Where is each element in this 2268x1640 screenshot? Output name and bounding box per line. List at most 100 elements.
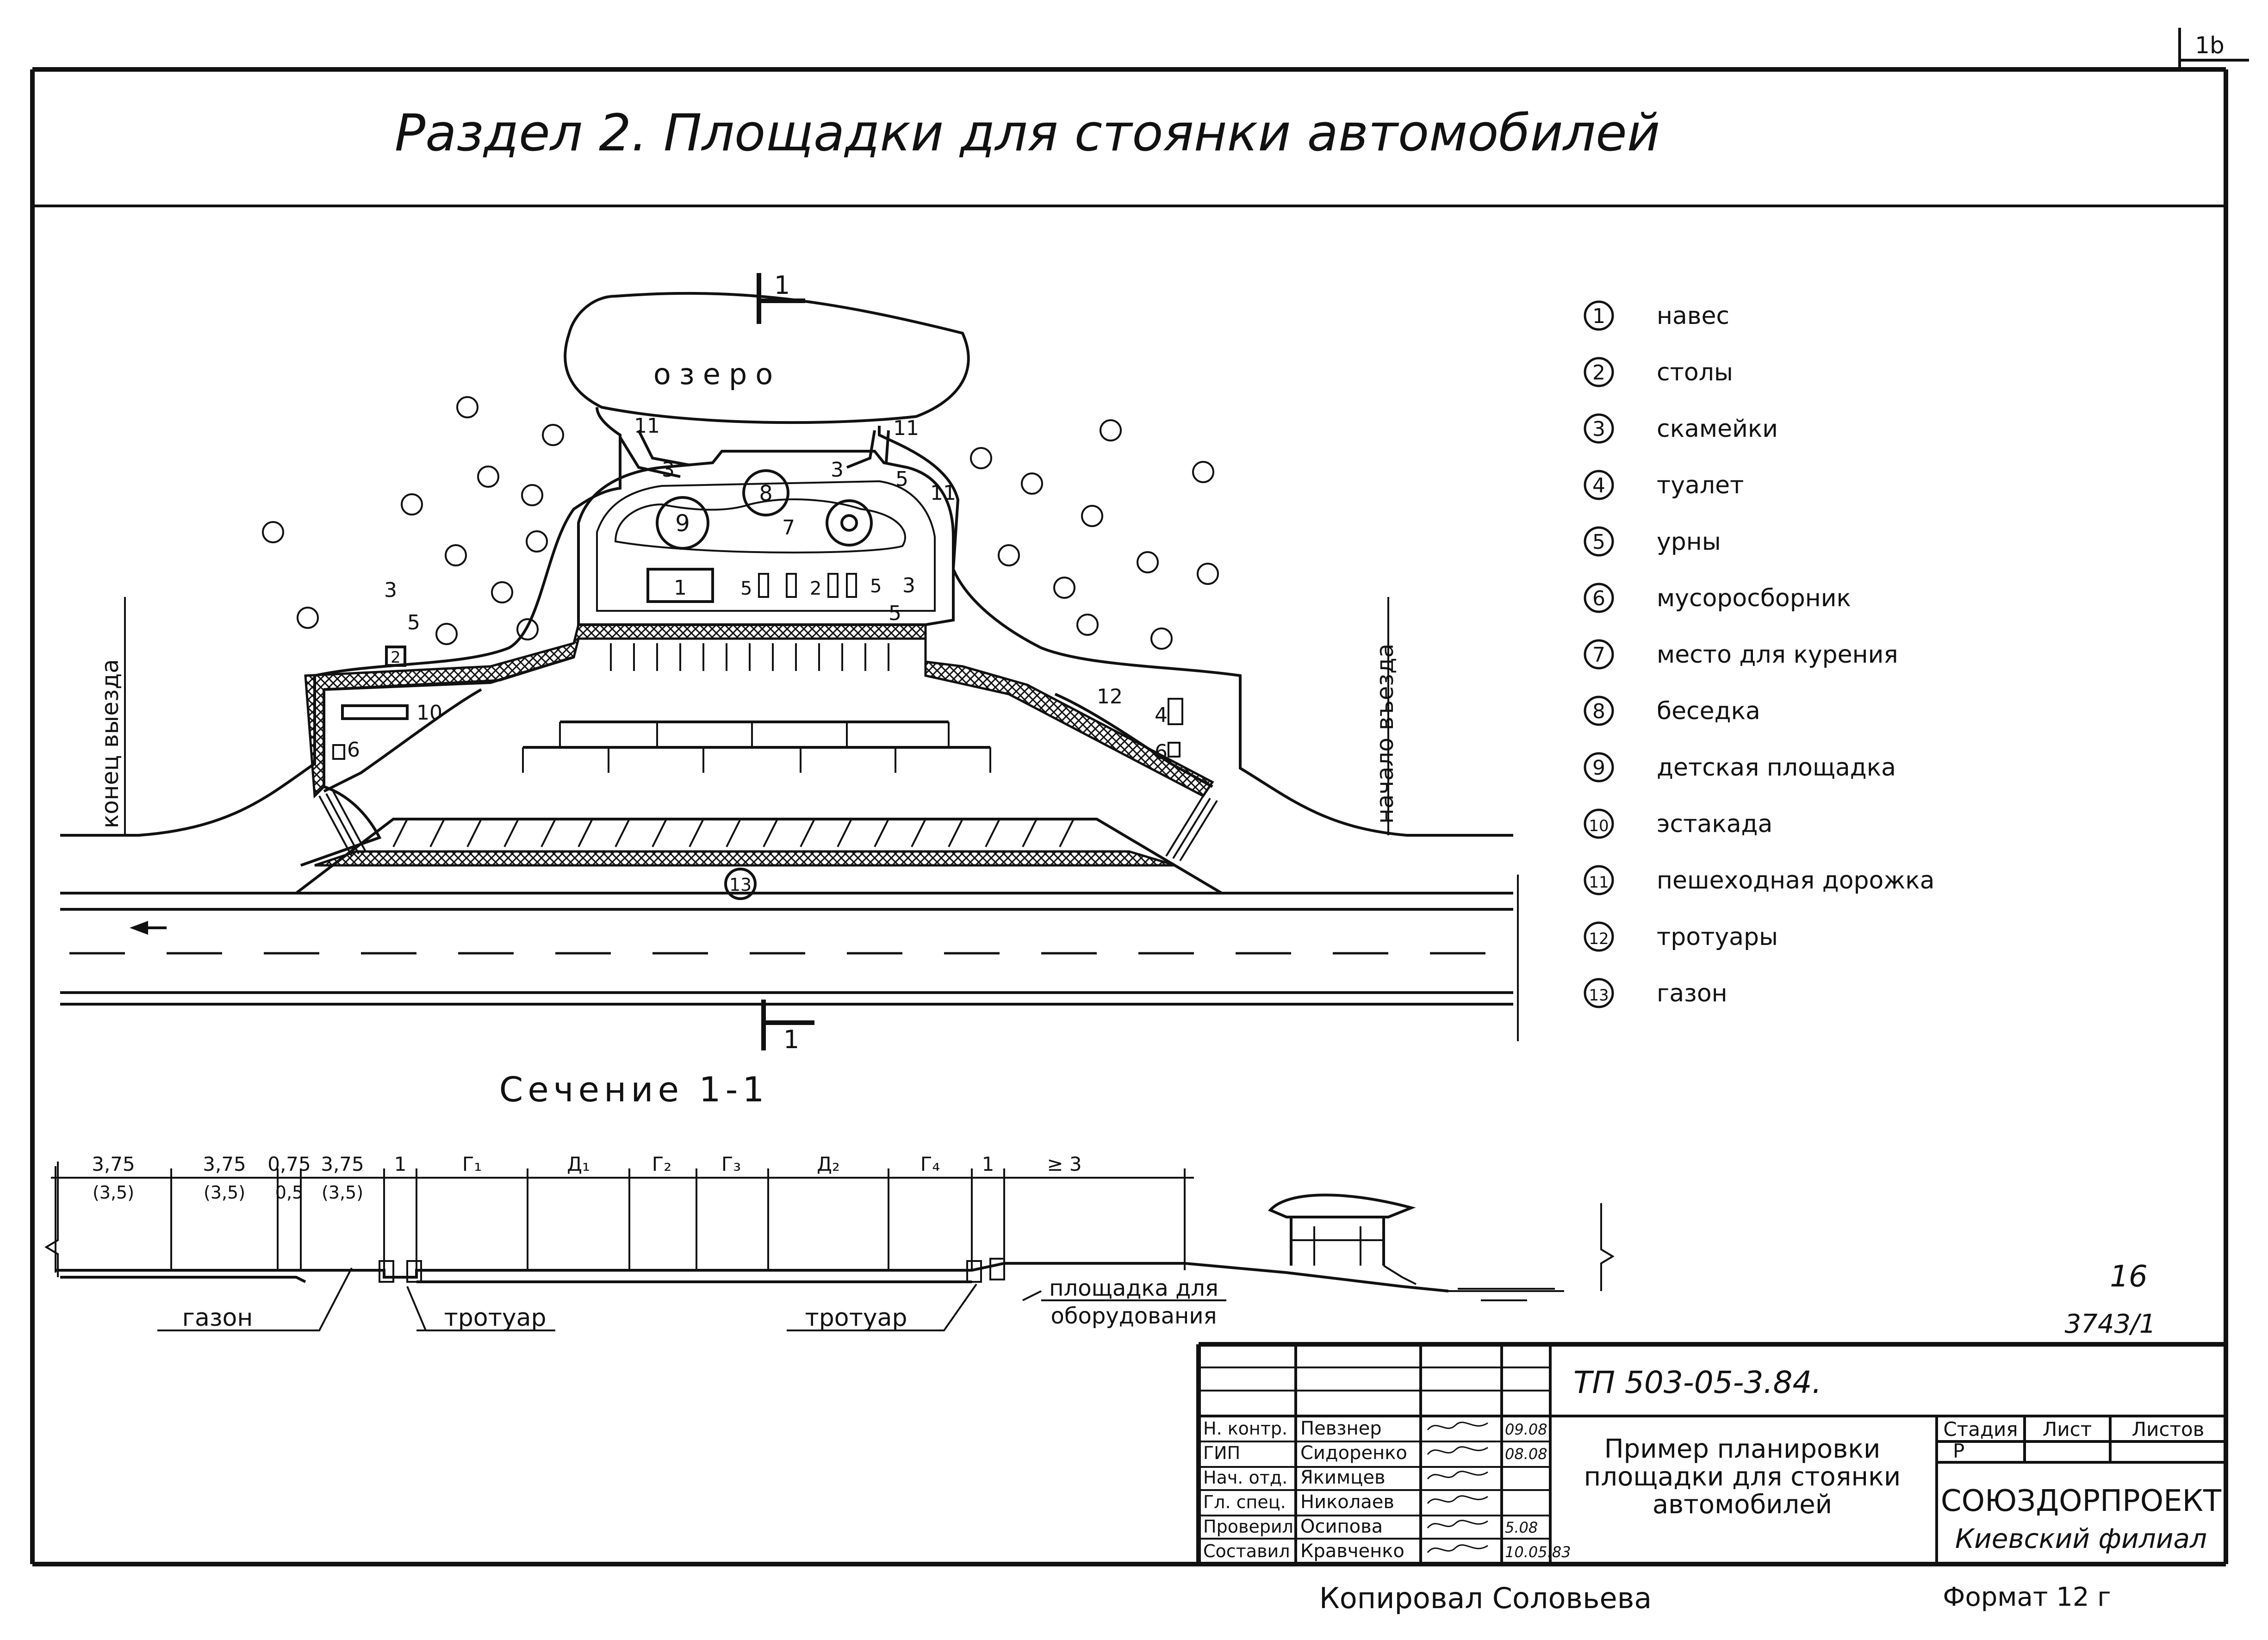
signature-name: Сидоренко: [1300, 1442, 1407, 1464]
legend-number: 8: [1592, 700, 1605, 723]
svg-text:5: 5: [740, 578, 752, 599]
signature-date: 10.05.83: [1505, 1543, 1571, 1561]
section-title: Сечение 1-1: [499, 1070, 769, 1110]
legend-text: эстакада: [1657, 810, 1772, 838]
stage-header: Стадия: [1943, 1418, 2018, 1441]
signature-name: Певзнер: [1300, 1418, 1382, 1439]
exit-end-label: конец выезда: [97, 659, 124, 828]
handwritten-signature: [1427, 1495, 1488, 1504]
legend-number-circle: [1584, 413, 1614, 444]
legend-number: 1: [1592, 304, 1605, 328]
legend-number-circle: [1584, 300, 1614, 331]
legend-number-circle: [1584, 357, 1614, 387]
page-title: Раздел 2. Площадки для стоянки автомобил…: [395, 103, 1660, 162]
dimension-label: Г₄: [920, 1153, 940, 1175]
callout-circles: 9 8 13: [656, 469, 873, 900]
section-cut-bottom: 1: [761, 1000, 814, 1054]
archive-num-mark: 3743/1: [2064, 1309, 2156, 1339]
signature-role: Н. контр.: [1203, 1418, 1287, 1439]
page-num-mark: 16: [2110, 1260, 2147, 1294]
format-label: Формат 12 г: [1943, 1582, 2111, 1612]
handwritten-signature: [1427, 1422, 1488, 1430]
signature-role: Составил: [1203, 1541, 1290, 1561]
svg-text:3: 3: [662, 458, 675, 482]
signature-name: Николаев: [1300, 1491, 1394, 1513]
dimension-label: Д₁: [567, 1153, 590, 1175]
access-road-edge: [60, 407, 621, 837]
copied-by: Копировал Соловьева: [1319, 1581, 1652, 1615]
legend-item: 11 пешеходная дорожка: [1584, 865, 1935, 895]
legend-number-circle: [1584, 752, 1614, 783]
parking-stalls-top: [610, 643, 889, 671]
section-cut-top: 1: [757, 271, 805, 324]
sheet-frame: [30, 28, 2249, 1566]
gazebo-section: [1268, 1193, 1417, 1285]
dimension-label: 3,75: [321, 1153, 364, 1175]
lake-outline: [564, 292, 970, 424]
sheet-header: Лист: [2043, 1418, 2092, 1441]
dimension-label: 3,75: [92, 1153, 135, 1175]
svg-text:13: 13: [729, 875, 752, 895]
svg-text:1: 1: [783, 1025, 799, 1054]
lake-label: озеро: [653, 357, 781, 391]
svg-text:2: 2: [391, 648, 401, 667]
rest-area: [577, 450, 955, 626]
legend-text: туалет: [1657, 472, 1744, 499]
dimension-label: 0,75: [267, 1153, 311, 1175]
dimension-label: Д₂: [817, 1153, 840, 1175]
svg-text:4: 4: [1155, 703, 1168, 727]
handwritten-signature: [1427, 1471, 1488, 1479]
equipment-area-label-2: оборудования: [1051, 1303, 1217, 1329]
signature-name: Якимцев: [1300, 1467, 1386, 1488]
signature-date: 5.08: [1505, 1519, 1538, 1536]
org-branch: Киевский филиал: [1955, 1523, 2207, 1554]
legend-number: 10: [1589, 817, 1609, 835]
svg-text:3: 3: [831, 458, 844, 482]
svg-text:9: 9: [675, 510, 690, 537]
legend-text: пешеходная дорожка: [1657, 867, 1935, 895]
lawn-label: газон: [182, 1304, 253, 1332]
legend-text: навес: [1657, 302, 1729, 330]
signature-role: Гл. спец.: [1203, 1492, 1286, 1512]
legend-number-circle: [1584, 808, 1614, 839]
overpass-symbol: [341, 704, 409, 720]
legend-item: 10 эстакада: [1584, 808, 1772, 839]
legend-number-circle: [1584, 526, 1614, 557]
sidewalk-left-label: тротуар: [444, 1304, 546, 1332]
dimension-sub-label: (3,5): [204, 1182, 245, 1203]
legend-item: 1 навес: [1584, 300, 1729, 331]
svg-text:5: 5: [870, 576, 882, 597]
legend-text: тротуары: [1657, 923, 1778, 951]
legend-text: детская площадка: [1657, 754, 1896, 782]
drawing-name-line2: площадки для стоянки: [1584, 1462, 1901, 1492]
parking-stalls-middle: [522, 721, 991, 773]
legend-number-circle: [1584, 583, 1614, 613]
ramp-right: [1165, 795, 1218, 862]
sidewalk-right-label: тротуар: [805, 1304, 907, 1332]
legend-number: 11: [1589, 873, 1609, 892]
dimension-label: Г₁: [462, 1153, 482, 1175]
legend-text: столы: [1657, 359, 1733, 386]
canopy-shelter: [646, 568, 714, 603]
stage-value: Р: [1953, 1440, 1964, 1462]
dimension-sub-label: (3,5): [93, 1182, 134, 1203]
legend-number-circle: [1584, 978, 1614, 1008]
entry-start-label: начало въезда: [1372, 644, 1398, 824]
legend-number-circle: [1584, 696, 1614, 726]
svg-text:1: 1: [674, 576, 687, 600]
sheets-header: Листов: [2132, 1418, 2205, 1441]
garbage-bin-left: [332, 744, 345, 760]
svg-text:8: 8: [759, 481, 772, 506]
svg-text:3: 3: [902, 574, 915, 597]
svg-text:5: 5: [889, 602, 901, 625]
svg-text:2: 2: [810, 578, 821, 599]
legend-number-circle: [1584, 470, 1614, 500]
legend-number: 3: [1592, 417, 1605, 441]
